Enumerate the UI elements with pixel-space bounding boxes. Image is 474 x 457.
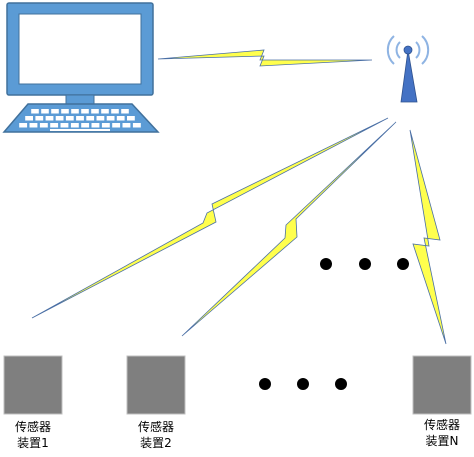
keyboard-key bbox=[45, 116, 54, 121]
keyboard-key bbox=[35, 116, 44, 121]
keyboard-key bbox=[25, 116, 33, 121]
signal-links bbox=[31, 49, 447, 345]
keyboard-key bbox=[111, 109, 119, 114]
keyboard-keys bbox=[19, 109, 141, 131]
keyboard-key bbox=[101, 109, 109, 114]
keyboard-key bbox=[65, 116, 74, 121]
keyboard-key bbox=[86, 116, 95, 121]
keyboard-spacebar bbox=[50, 129, 110, 131]
keyboard-key bbox=[55, 116, 64, 121]
keyboard-key bbox=[19, 123, 28, 128]
sensor-label-line1: 传感器 bbox=[423, 418, 460, 432]
sensor-label-line2: 装置2 bbox=[140, 436, 172, 450]
lightning-bolt-icon bbox=[157, 49, 373, 67]
keyboard-key bbox=[101, 123, 110, 128]
sensor-label-line2: 装置1 bbox=[17, 436, 49, 450]
keyboard-key bbox=[91, 109, 99, 114]
keyboard-key bbox=[41, 109, 49, 114]
keyboard-key bbox=[112, 123, 121, 128]
keyboard-key bbox=[71, 109, 79, 114]
keyboard-key bbox=[50, 123, 59, 128]
ellipsis-dot bbox=[335, 378, 347, 390]
desktop-computer-icon bbox=[6, 2, 154, 105]
radio-wave-left-outer bbox=[386, 35, 395, 65]
keyboard-key bbox=[91, 123, 100, 128]
keyboard-key bbox=[29, 123, 38, 128]
lightning-bolt-icon bbox=[181, 121, 397, 337]
sensor-device-box bbox=[3, 355, 63, 415]
keyboard-key bbox=[96, 116, 105, 121]
keyboard-key bbox=[81, 109, 89, 114]
keyboard-key bbox=[132, 123, 141, 128]
sensor-label-line1: 传感器 bbox=[137, 420, 174, 434]
keyboard-key bbox=[61, 109, 69, 114]
sensor-device-box bbox=[412, 355, 472, 415]
keyboard-key bbox=[121, 109, 129, 114]
lightning-bolt-icon bbox=[409, 129, 447, 345]
keyboard-key bbox=[70, 123, 79, 128]
sensor-label-n: 传感器 装置N bbox=[413, 417, 471, 449]
sensor-label-line2: 装置N bbox=[425, 434, 459, 448]
ellipsis-dots-lower bbox=[259, 378, 347, 390]
ellipsis-dot bbox=[320, 258, 332, 270]
keyboard-key bbox=[116, 116, 125, 121]
radio-wave-right-outer bbox=[421, 35, 430, 65]
keyboard-key bbox=[51, 109, 59, 114]
keyboard-key bbox=[39, 123, 48, 128]
ellipsis-dot bbox=[259, 378, 271, 390]
monitor-stand bbox=[65, 94, 95, 105]
sensor-device-box bbox=[126, 355, 186, 415]
antenna-tower-icon bbox=[386, 35, 430, 103]
ellipsis-dot bbox=[397, 258, 409, 270]
radio-wave-right-inner bbox=[415, 41, 421, 59]
keyboard-key bbox=[60, 123, 69, 128]
ellipsis-dot bbox=[359, 258, 371, 270]
keyboard-key bbox=[81, 123, 90, 128]
keyboard-key bbox=[31, 109, 39, 114]
lightning-bolt-icon bbox=[31, 117, 389, 319]
antenna-mast bbox=[400, 49, 418, 103]
keyboard-key bbox=[127, 116, 135, 121]
keyboard-icon bbox=[2, 103, 160, 133]
keyboard-key bbox=[76, 116, 84, 121]
sensor-label-line1: 传感器 bbox=[14, 420, 51, 434]
radio-wave-left-inner bbox=[395, 41, 401, 59]
ellipsis-dots-upper bbox=[320, 258, 409, 270]
monitor-screen bbox=[18, 13, 142, 85]
ellipsis-dot bbox=[297, 378, 309, 390]
sensor-label-2: 传感器 装置2 bbox=[127, 419, 185, 451]
keyboard-key bbox=[122, 123, 131, 128]
antenna-tip bbox=[403, 45, 413, 55]
keyboard-key bbox=[106, 116, 115, 121]
sensor-label-1: 传感器 装置1 bbox=[4, 419, 62, 451]
